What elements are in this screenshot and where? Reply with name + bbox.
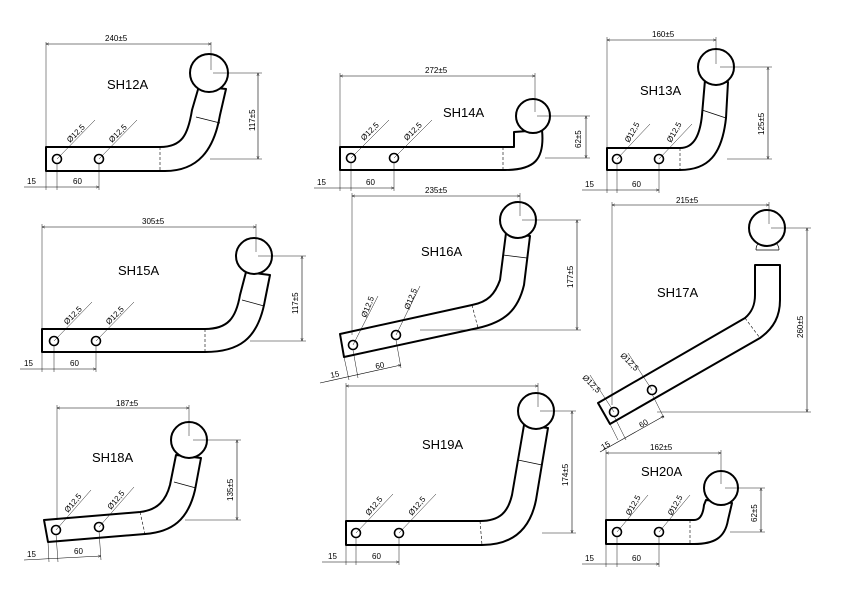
offset-dim: 15: [24, 359, 33, 368]
offset-dim: 15: [27, 550, 36, 559]
width-dim: 305±5: [142, 217, 165, 226]
model-title: SH19A: [422, 437, 464, 452]
offset-dim: 15: [330, 369, 341, 380]
hole-dia-2: Ø12,5: [666, 493, 685, 517]
model-title: SH20A: [641, 464, 683, 479]
height-dim: 117±5: [291, 292, 300, 314]
hole-dia-2: Ø12,5: [665, 120, 684, 144]
drawing-sh12a: SH12A 240±5 117±5 Ø12,5 Ø12,5 15 60: [24, 34, 262, 190]
spacing-dim: 60: [375, 360, 386, 371]
towbar-arm: [345, 424, 549, 546]
height-dim: 174±5: [561, 463, 570, 486]
model-title: SH15A: [118, 263, 160, 278]
towbar-arm: [45, 85, 227, 172]
drawing-sh19a: SH19A 174±5 Ø12,5 Ø12,5 15 60: [322, 383, 576, 565]
offset-dim: 15: [328, 552, 337, 561]
hole-dia-1: Ø12,5: [581, 373, 603, 395]
drawing-sh18a: SH18A 187±5 135±5 Ø12,5 Ø12,5 15 60: [23, 399, 241, 563]
height-dim: 177±5: [566, 265, 575, 288]
width-dim: 215±5: [676, 196, 699, 205]
hole-dia-2: Ø12,5: [104, 304, 126, 326]
drawing-sh14a: SH14A 272±5 62±5 Ø12,5 Ø12,5 15 60: [314, 66, 590, 191]
height-dim: 117±5: [248, 109, 257, 131]
spacing-dim: 60: [73, 177, 82, 186]
hole-dia-1: Ø12,5: [63, 491, 84, 514]
offset-dim: 15: [27, 177, 36, 186]
spacing-dim: 60: [632, 180, 641, 189]
spacing-dim: 60: [74, 547, 83, 556]
hole-dia-2: Ø12,5: [403, 287, 420, 311]
spacing-dim: 60: [638, 417, 651, 430]
model-title: SH14A: [443, 105, 485, 120]
model-title: SH13A: [640, 83, 682, 98]
offset-dim: 15: [585, 180, 594, 189]
spacing-dim: 60: [70, 359, 79, 368]
height-dim: 62±5: [574, 130, 583, 148]
drawing-sh20a: SH20A 162±5 62±5 Ø12,5 Ø12,5 15 60: [582, 443, 765, 567]
offset-dim: 15: [585, 554, 594, 563]
hole-dia-2: Ø12,5: [619, 351, 641, 373]
model-title: SH17A: [657, 285, 699, 300]
width-dim: 162±5: [650, 443, 673, 452]
hole-dia-2: Ø12,5: [106, 488, 127, 511]
hole-dia-1: Ø12,5: [62, 304, 84, 326]
hole-dia-1: Ø12,5: [360, 295, 377, 319]
drawing-sh17a: SH17A 215±5 260±5 Ø12,5 Ø12,5 15 60: [581, 196, 811, 453]
towbar-arm: [339, 232, 531, 358]
hole-dia-1: Ø12,5: [65, 122, 87, 144]
drawing-sh13a: SH13A 160±5 125±5 Ø12,5 Ø12,5 15 60: [582, 30, 772, 193]
width-dim: 160±5: [652, 30, 675, 39]
spacing-dim: 60: [632, 554, 641, 563]
height-dim: 260±5: [796, 315, 805, 338]
height-dim: 62±5: [750, 504, 759, 522]
offset-dim: 15: [600, 439, 613, 452]
hole-dia-1: Ø12,5: [623, 120, 642, 144]
spacing-dim: 60: [366, 178, 375, 187]
width-dim: 187±5: [116, 399, 139, 408]
height-dim: 135±5: [226, 478, 235, 501]
model-title: SH16A: [421, 244, 463, 259]
drawing-sh15a: SH15A 305±5 117±5 Ø12,5 Ø12,5 15 60: [20, 217, 306, 372]
width-dim: 235±5: [425, 186, 448, 195]
towbar-arm: [43, 454, 202, 543]
width-dim: 272±5: [425, 66, 448, 75]
hole-dia-2: Ø12,5: [107, 122, 129, 144]
offset-dim: 15: [317, 178, 326, 187]
model-title: SH18A: [92, 450, 134, 465]
height-dim: 125±5: [757, 112, 766, 135]
spacing-dim: 60: [372, 552, 381, 561]
towbar-arm: [41, 271, 271, 353]
hole-dia-1: Ø12,5: [624, 493, 643, 517]
drawing-sh16a: SH16A 235±5 177±5 Ø12,5 Ø12,5 15 60: [319, 186, 581, 384]
width-dim: 240±5: [105, 34, 128, 43]
model-title: SH12A: [107, 77, 149, 92]
